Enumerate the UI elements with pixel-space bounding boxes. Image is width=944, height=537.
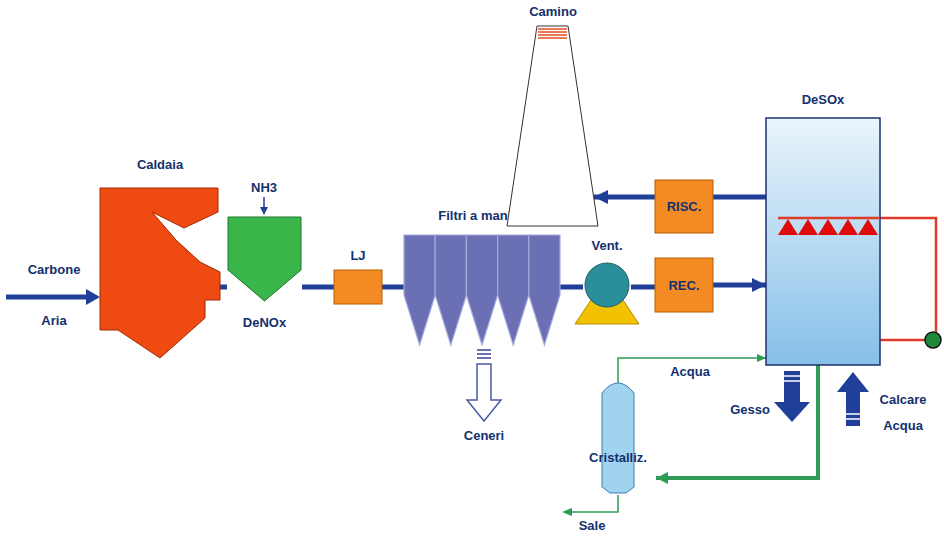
node-label: Caldaia [137, 157, 183, 172]
filter-bag [404, 235, 435, 345]
unit-box [655, 258, 713, 312]
tower-shape [766, 118, 880, 365]
node-label: Cristalliz. [589, 450, 647, 465]
node-shape [580, 383, 656, 495]
node-label: DeNOx [243, 315, 286, 330]
bag-filter: Filtri a manica [404, 208, 560, 348]
arrow-head [562, 508, 572, 516]
pump-symbol [925, 332, 941, 348]
reactor-shape [228, 217, 301, 301]
ash-arrow [467, 364, 501, 421]
flow-connector [713, 195, 766, 200]
spray-nozzle [838, 219, 858, 235]
ash-stripe [477, 357, 491, 359]
output-label: Gesso [730, 402, 770, 417]
unit-box [655, 180, 713, 233]
spray-nozzle [858, 219, 878, 235]
arrow-stripe [846, 413, 860, 415]
lj-unit: LJ [334, 248, 382, 304]
chimney-shape [507, 26, 598, 226]
node-shape [98, 157, 220, 362]
node-shape [404, 208, 560, 348]
filter-bag [498, 235, 529, 345]
ash-stripe [477, 349, 491, 351]
filter-bag [435, 235, 466, 345]
reheater-box: RISC. [655, 180, 713, 233]
chimney-band [538, 37, 567, 39]
node-shape [505, 4, 594, 228]
node-label: RISC. [667, 199, 702, 214]
node-label: Vent. [591, 238, 622, 253]
chimney-band [538, 31, 567, 33]
boiler-shape [100, 188, 220, 358]
input-label: Calcare [880, 392, 927, 407]
unit-box [334, 270, 382, 304]
arrow-head [86, 289, 100, 305]
flow-connector [382, 285, 404, 290]
filter-bag [466, 235, 497, 345]
flow-connector [560, 285, 583, 290]
output-label: Ceneri [464, 428, 504, 443]
chimney-band [538, 34, 567, 36]
fan-symbol [585, 263, 629, 307]
spray-nozzle [798, 219, 818, 235]
denox-reactor: DeNOx [227, 215, 302, 333]
arrow-stripe [784, 375, 800, 377]
flow-connector [656, 365, 818, 478]
reagent-label: NH3 [251, 180, 277, 195]
output-label: Sale [579, 518, 606, 533]
flow-connector [594, 195, 655, 200]
spray-nozzle [818, 219, 838, 235]
crystallizer-shape [602, 383, 634, 493]
flow-connector [631, 285, 655, 290]
input-label: Carbone [28, 262, 81, 277]
fan: Vent. [583, 238, 631, 328]
ammonia-arrow [263, 197, 265, 208]
flow-connector [618, 358, 766, 383]
ash-stripe [477, 353, 491, 355]
salt-line [572, 495, 618, 512]
heat-recovery-box: REC. [655, 258, 713, 312]
arrow-stripe [846, 418, 860, 420]
input-label: Aria [41, 313, 66, 328]
flow-connector [220, 285, 227, 290]
node-label: REC. [668, 278, 699, 293]
boiler: Caldaia [98, 157, 220, 362]
chimney: Camino [505, 4, 594, 228]
node-label: LJ [350, 248, 365, 263]
recirculation-line [880, 218, 936, 340]
arrow-stripe [784, 380, 800, 382]
node-label: DeSOx [802, 92, 845, 107]
node-shape [766, 92, 880, 365]
node-label: Camino [529, 4, 577, 19]
crystallizer: Cristalliz. [580, 383, 656, 495]
flow-connector [713, 283, 766, 288]
spray-nozzle [778, 219, 798, 235]
arrow-head [260, 207, 268, 215]
limestone-arrow [837, 372, 869, 426]
desox-tower: DeSOx [766, 92, 880, 365]
chimney-band [538, 28, 567, 30]
flow-label: Acqua [669, 364, 711, 379]
flow-connector [302, 285, 334, 290]
input-label: Acqua [883, 418, 923, 433]
gypsum-arrow [774, 371, 810, 422]
filter-bag [529, 235, 560, 345]
fuel-air-arrow [6, 295, 88, 300]
spray-header [778, 217, 880, 220]
